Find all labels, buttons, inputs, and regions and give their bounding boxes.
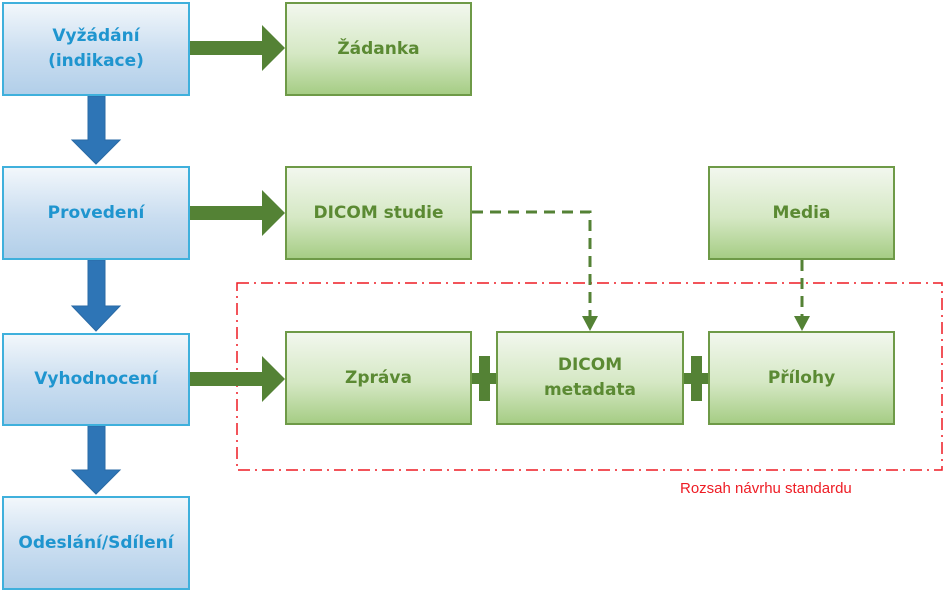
artifact-media-label: Media [772,202,831,223]
artifact-media: Media [708,166,895,260]
flow-arrow-evaluation-to-report [190,356,285,402]
artifact-attachments: Přílohy [708,331,895,425]
dashed-link-study-arrowhead [582,316,598,331]
artifact-request-form: Žádanka [285,2,472,96]
artifact-dicom-metadata: DICOM metadata [496,331,684,425]
flow-arrow-request-to-execution [70,95,122,165]
flow-arrow-execution-to-study [190,190,285,236]
artifact-dicom-metadata-label: DICOM metadata [543,355,637,400]
flow-arrow-evaluation-to-sending [70,425,122,495]
dashed-link-study-to-metadata [472,210,592,318]
artifact-dicom-study: DICOM studie [285,166,472,260]
process-step-request-label: Vyžádání (indikace) [48,26,144,71]
flow-arrow-execution-to-evaluation [70,259,122,332]
process-step-execution: Provedení [2,166,190,260]
plus-icon-metadata-attachments [674,356,719,401]
artifact-report-label: Zpráva [345,367,412,388]
process-step-sending-label: Odeslání/Sdílení [18,532,174,553]
artifact-report: Zpráva [285,331,472,425]
process-step-evaluation: Vyhodnocení [2,333,190,426]
process-step-request: Vyžádání (indikace) [2,2,190,96]
artifact-dicom-study-label: DICOM studie [313,202,444,223]
plus-icon-report-metadata [462,356,507,401]
artifact-attachments-label: Přílohy [767,367,836,388]
process-step-sending: Odeslání/Sdílení [2,496,190,590]
process-step-execution-label: Provedení [47,202,145,223]
dashed-link-media-arrowhead [794,316,810,331]
process-step-evaluation-label: Vyhodnocení [34,369,158,389]
flow-arrow-request-to-form [190,25,285,71]
scope-label: Rozsah návrhu standardu [680,480,852,497]
artifact-request-form-label: Žádanka [337,38,420,59]
